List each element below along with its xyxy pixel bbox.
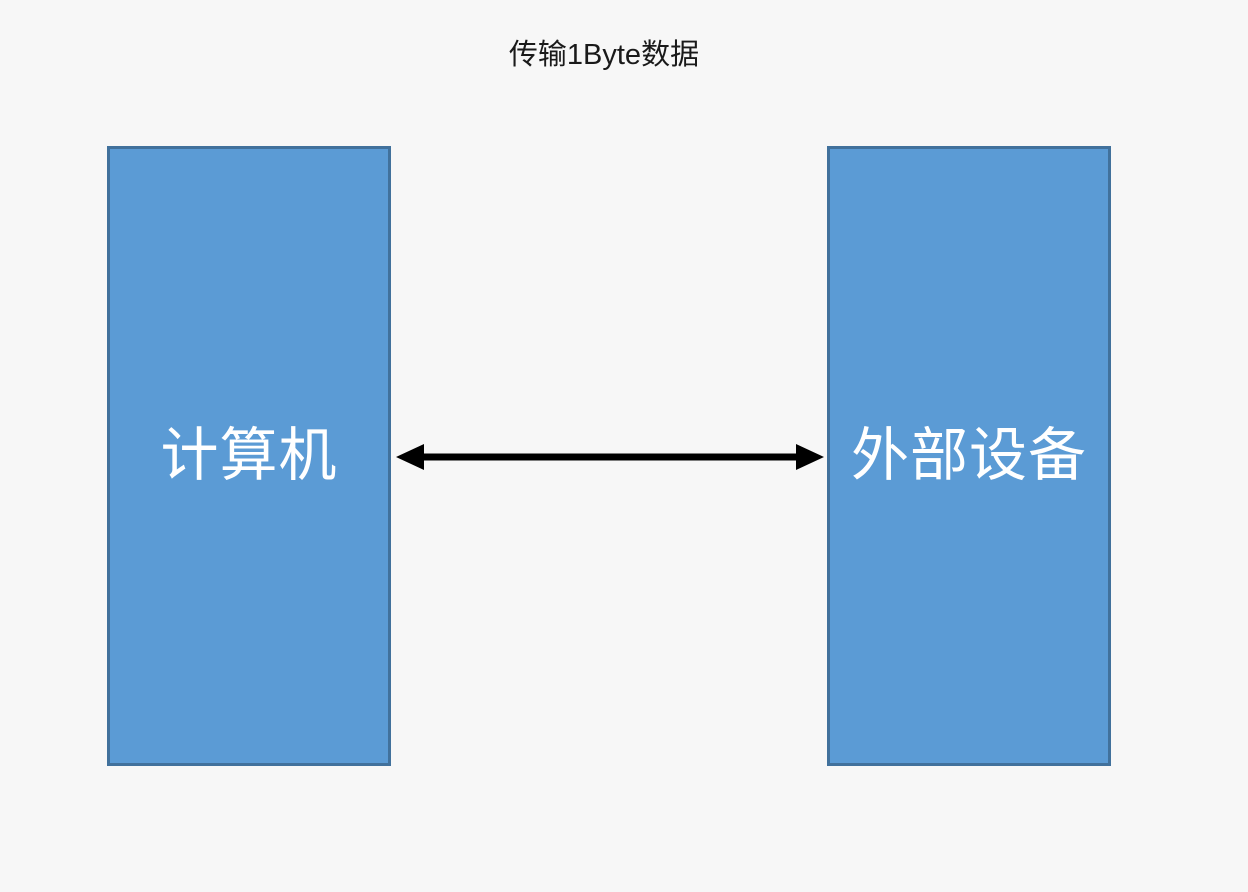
node-computer[interactable]: 计算机 <box>107 146 391 766</box>
page-title: 传输1Byte数据 <box>508 39 700 71</box>
double-arrow-icon <box>396 444 824 470</box>
node-peripheral[interactable]: 外部设备 <box>827 146 1111 766</box>
node-peripheral-label: 外部设备 <box>850 423 1087 488</box>
connector-double-arrow[interactable] <box>390 428 830 488</box>
node-computer-label: 计算机 <box>160 423 338 488</box>
